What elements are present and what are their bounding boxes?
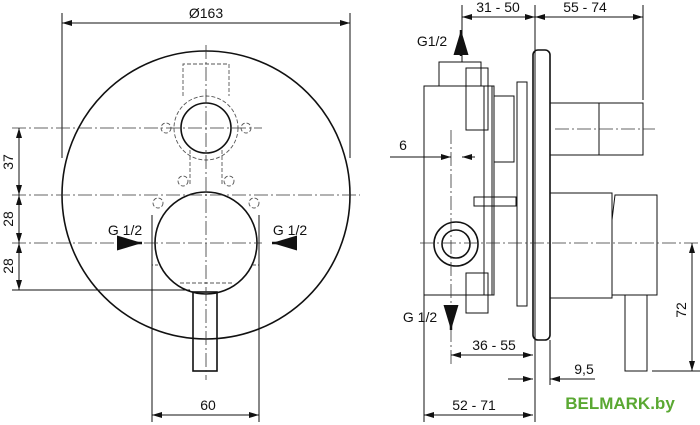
seal-ring [516,81,528,307]
handle-cap [611,194,658,296]
dim-28-label: 28 [0,211,16,227]
dim-37-label: 37 [0,154,16,170]
screw [473,196,517,207]
valve-body-box [423,85,493,296]
dim-6-label: 6 [399,137,407,153]
side-view: 31 - 50 55 - 74 G1/2 6 G 1/2 36 - 55 9,5… [390,0,700,422]
inlet-port-outer [433,221,479,267]
bracket [465,67,489,131]
inlet-port-inner [441,229,471,259]
mount-hole [223,175,235,187]
mount-hole [177,175,189,187]
inlet-left-label: G 1/2 [108,222,142,238]
dim-31-50-label: 31 - 50 [476,0,520,15]
outlet-top-label: G1/2 [417,33,448,49]
dim-72-label: 72 [673,302,689,318]
diameter-label: Ø163 [189,5,223,21]
mount-hole [248,197,260,209]
dim-60-label: 60 [200,397,216,413]
hidden-body-outline [151,63,260,284]
outlet-bottom-label: G 1/2 [403,309,437,325]
dim-55-74-label: 55 - 74 [563,0,607,15]
top-outlet-stub [438,61,482,87]
inlet-right-label: G 1/2 [273,222,307,238]
dim-36-55-label: 36 - 55 [472,337,516,353]
dim-28-label: 28 [0,258,16,274]
lever-handle [192,291,218,372]
dim-52-71-label: 52 - 71 [452,397,496,413]
front-view: Ø163 37 28 28 G 1/2 G 1/2 60 [0,5,360,422]
mount-hole [152,197,164,209]
dim-9-5-label: 9,5 [574,361,594,377]
watermark-logo: BELMARK.by [565,394,675,413]
escutcheon-plate-side [532,49,551,341]
bracket [465,272,489,314]
handle-body [549,192,613,299]
lever-side [624,294,648,372]
mounting-plate [483,85,495,296]
cartridge [493,95,515,163]
